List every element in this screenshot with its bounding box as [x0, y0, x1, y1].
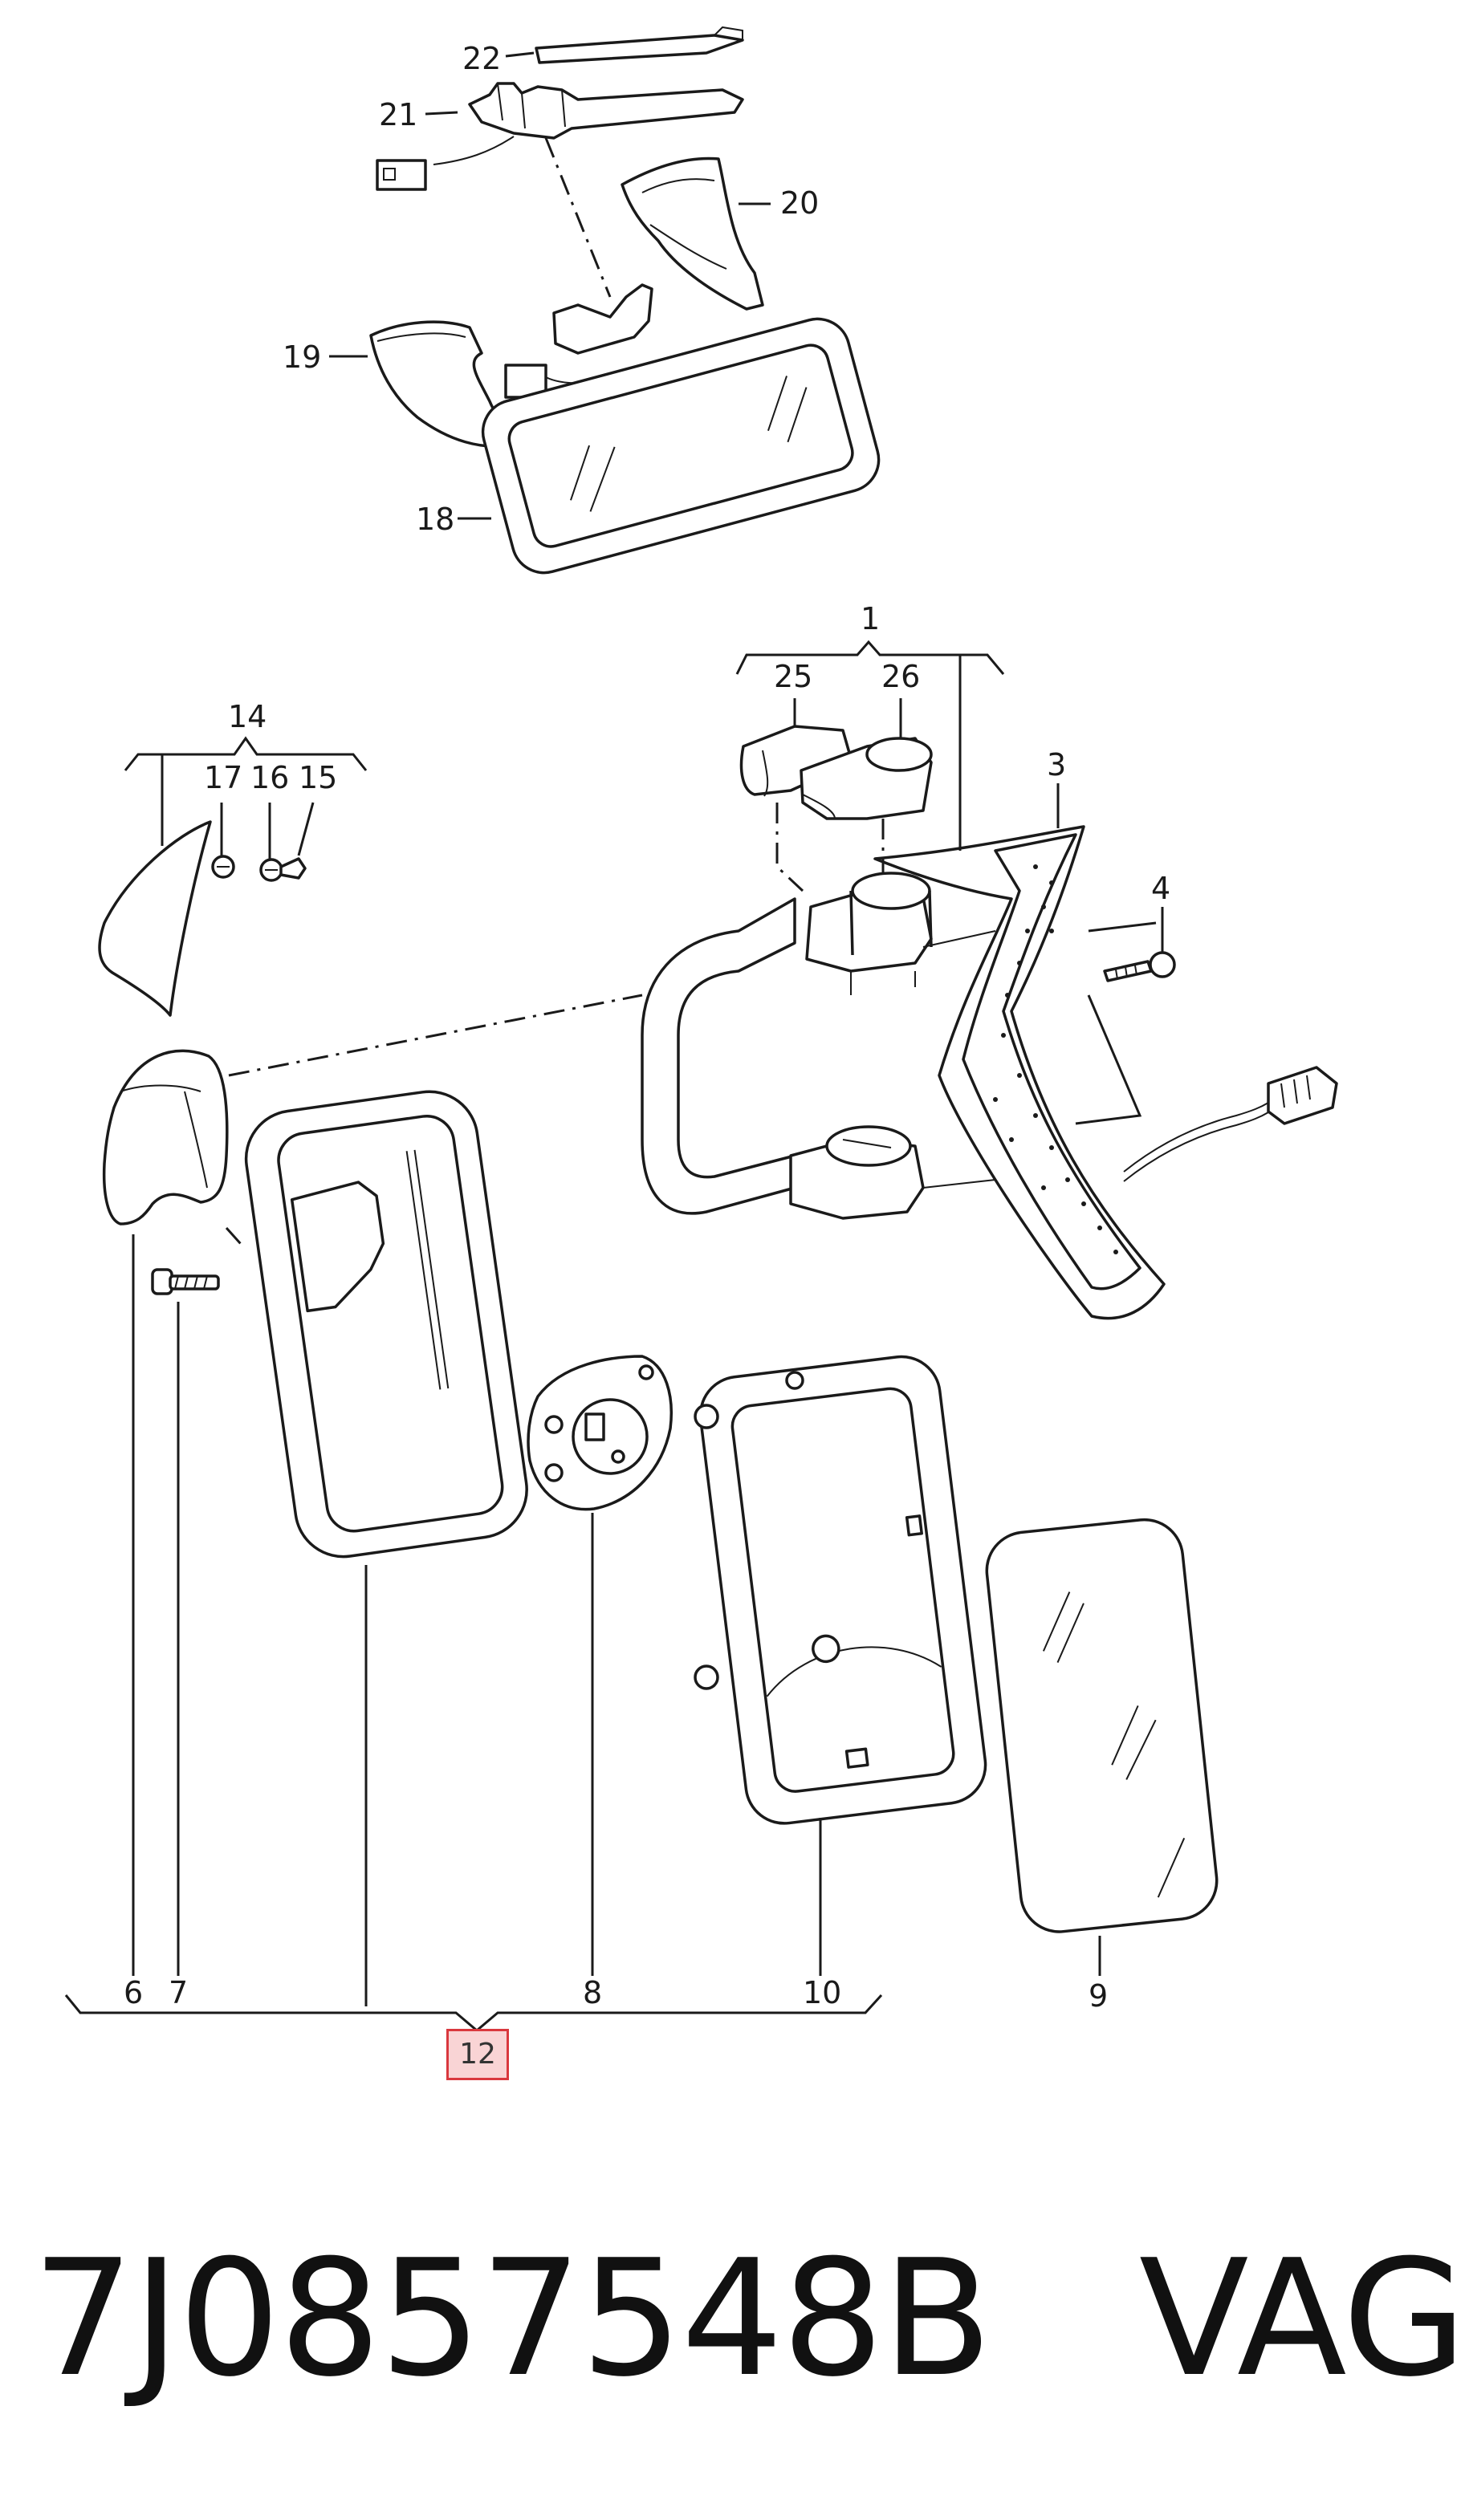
callout-25: 25: [774, 659, 812, 694]
interior-mirror-part-18: [481, 317, 881, 575]
callout-4: 4: [1151, 871, 1170, 906]
bolt-part-7: [151, 1268, 220, 1295]
support-arm: [641, 897, 796, 1215]
exterior-mirror-assembly: [244, 1090, 1219, 1933]
callout-26: 26: [881, 659, 920, 694]
callout-14: 14: [228, 699, 267, 734]
callout-22: 22: [462, 41, 501, 76]
callout-6: 6: [124, 1975, 143, 2010]
callout-1: 1: [861, 601, 880, 636]
cover-strip-part-22: [535, 34, 744, 64]
mirror-arm-group: [225, 725, 1338, 1320]
adjustment-motor-part-8: [527, 1355, 673, 1511]
cable-connector: [1267, 1066, 1338, 1125]
leader-lines: [64, 51, 1164, 2032]
clip-group: [98, 820, 307, 1295]
exploded-parts-diagram: 22 21 20 19 18 1 25 26 3 4 14 17 16 15 6…: [64, 26, 1338, 2032]
cap-part-14: [98, 820, 212, 1017]
clip-part-15: [279, 857, 307, 880]
callout-10: 10: [803, 1975, 841, 2010]
callout-15: 15: [299, 760, 337, 795]
callout-18: 18: [416, 502, 454, 537]
callout-19: 19: [283, 339, 321, 375]
interior-mirror-group: [369, 26, 881, 575]
wire: [433, 136, 515, 165]
highlighted-callout-12: 12: [446, 2029, 509, 2080]
callout-9: 9: [1089, 1978, 1108, 2014]
callout-17: 17: [204, 760, 242, 795]
clip-part-16: [259, 858, 283, 882]
mirror-frame-part-10: [698, 1355, 987, 1825]
callout-7: 7: [169, 1975, 188, 2010]
housing-cap-part-6: [102, 1049, 229, 1225]
part-number-caption: 7J0857548B VAG: [32, 2225, 1465, 2412]
callout-16: 16: [250, 760, 289, 795]
callout-20: 20: [780, 185, 819, 221]
clip-part-17: [211, 855, 235, 879]
callout-21: 21: [379, 97, 417, 132]
cover-part-20: [621, 156, 764, 311]
callout-8: 8: [583, 1975, 602, 2010]
mirror-glass-part-9: [985, 1518, 1219, 1933]
screw-part-4: [1103, 951, 1176, 982]
mirror-housing: [244, 1090, 528, 1559]
callout-3: 3: [1047, 747, 1066, 782]
bracket-part-21: [468, 82, 744, 140]
connector-plug: [376, 159, 427, 191]
